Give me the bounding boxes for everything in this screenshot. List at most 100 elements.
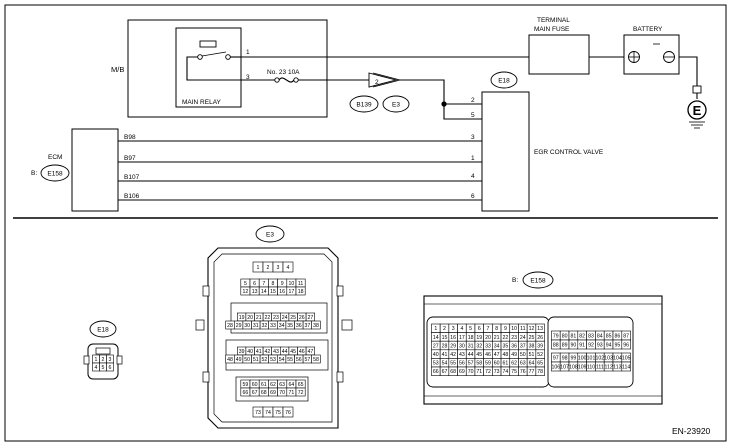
pin-label: 64	[529, 361, 535, 367]
pin-label: 63	[520, 361, 526, 367]
pin-label: 26	[299, 315, 305, 321]
pin-label: 11	[520, 326, 525, 332]
relay-coil	[199, 40, 217, 48]
pin-label: 54	[279, 357, 285, 363]
pin-label: 7	[487, 326, 490, 332]
pin-label: 25	[529, 335, 535, 341]
pin-label: 18	[298, 289, 304, 295]
pin-label: 66	[243, 390, 249, 396]
pin-label: 45	[476, 352, 482, 358]
pin-label: 61	[503, 361, 509, 367]
pin-label: 9	[504, 326, 507, 332]
pin-label: 95	[615, 342, 621, 348]
e3-pin	[295, 387, 306, 397]
pin-label: 1	[95, 357, 98, 363]
pin-label: 90	[571, 342, 577, 348]
pin-label: 19	[239, 315, 245, 321]
connector-e158-schematic	[40, 164, 70, 182]
pin-label: 103	[604, 355, 613, 361]
pin-label: 45	[290, 349, 296, 355]
e158-pin	[535, 366, 545, 376]
battery-label: BATTERY	[633, 26, 663, 33]
wire-b98: B98	[124, 134, 136, 141]
pin-label: 41	[256, 349, 262, 355]
pin-label: 35	[503, 343, 509, 349]
pin-label: 17	[459, 335, 465, 341]
pin-label: 21	[256, 315, 262, 321]
pin-label: 8	[272, 281, 275, 287]
terminal-main-fuse-label-1: TERMINAL	[537, 17, 570, 24]
pin-label: 102	[595, 355, 604, 361]
pin-label: 100	[578, 355, 587, 361]
pin-label: 61	[261, 382, 267, 388]
svg-text:2: 2	[471, 97, 475, 104]
e3-pin	[282, 261, 294, 273]
pin-label: 51	[253, 357, 259, 363]
pin-label: 66	[433, 369, 439, 375]
pin-label: 104	[613, 355, 622, 361]
pin-label: 15	[270, 289, 276, 295]
pin-label: 57	[468, 361, 474, 367]
relay-pin-3: 3	[246, 74, 250, 81]
terminal-main-fuse-label-2: MAIN FUSE	[534, 26, 570, 33]
pin-label: 2	[267, 265, 270, 271]
pin-label: 94	[606, 342, 612, 348]
pin-label: 47	[494, 352, 500, 358]
pin-label: 71	[476, 369, 482, 375]
pin-label: 108	[569, 364, 578, 370]
pin-label: 23	[273, 315, 279, 321]
pin-label: 2	[102, 357, 105, 363]
pin-label: 34	[494, 343, 500, 349]
egr-control-valve-box	[481, 91, 530, 212]
pin-label: 109	[578, 364, 587, 370]
pin-label: 9	[281, 281, 284, 287]
pin-label: 16	[279, 289, 285, 295]
e18-pin	[106, 362, 114, 372]
pin-label: 22	[503, 335, 509, 341]
connector-e3	[382, 95, 410, 113]
svg-text:3: 3	[471, 134, 475, 141]
relay-contact-b	[225, 54, 231, 60]
svg-text:E3: E3	[392, 102, 400, 109]
pin-label: 64	[289, 382, 295, 388]
svg-text:E158: E158	[530, 278, 546, 285]
pin-label: 67	[252, 390, 258, 396]
pin-label: 69	[459, 369, 465, 375]
pin-label: 83	[588, 333, 594, 339]
pin-label: 34	[279, 323, 285, 329]
e3-pin	[295, 286, 306, 296]
pin-label: 32	[476, 343, 482, 349]
main-relay-box	[175, 27, 242, 108]
svg-text:B:: B:	[512, 277, 518, 284]
pin-label: 84	[597, 333, 603, 339]
pin-label: 31	[253, 323, 259, 329]
pin-label: 10	[511, 326, 517, 332]
pin-label: 56	[296, 357, 302, 363]
pin-label: 42	[265, 349, 271, 355]
pin-label: 85	[606, 333, 612, 339]
pin-label: 32	[262, 323, 268, 329]
pin-label: 2	[443, 326, 446, 332]
pin-label: 22	[265, 315, 271, 321]
e3-pin	[311, 354, 321, 364]
pin-label: 67	[442, 369, 448, 375]
svg-text:E18: E18	[97, 327, 109, 334]
pin-label: 49	[236, 357, 242, 363]
pin-label: 43	[459, 352, 465, 358]
pin-label: 37	[520, 343, 526, 349]
svg-text:6: 6	[471, 193, 475, 200]
pin-label: 65	[537, 361, 543, 367]
svg-text:E158: E158	[47, 171, 63, 178]
pin-label: 69	[270, 390, 276, 396]
pin-label: 5	[469, 326, 472, 332]
pin-label: 35	[287, 323, 293, 329]
svg-text:5: 5	[471, 112, 475, 119]
pin-label: 4	[460, 326, 463, 332]
ecm-box	[71, 128, 119, 212]
pin-label: 3	[277, 265, 280, 271]
pin-label: 73	[255, 410, 261, 416]
pin-label: 68	[261, 390, 267, 396]
pin-label: 53	[270, 357, 276, 363]
